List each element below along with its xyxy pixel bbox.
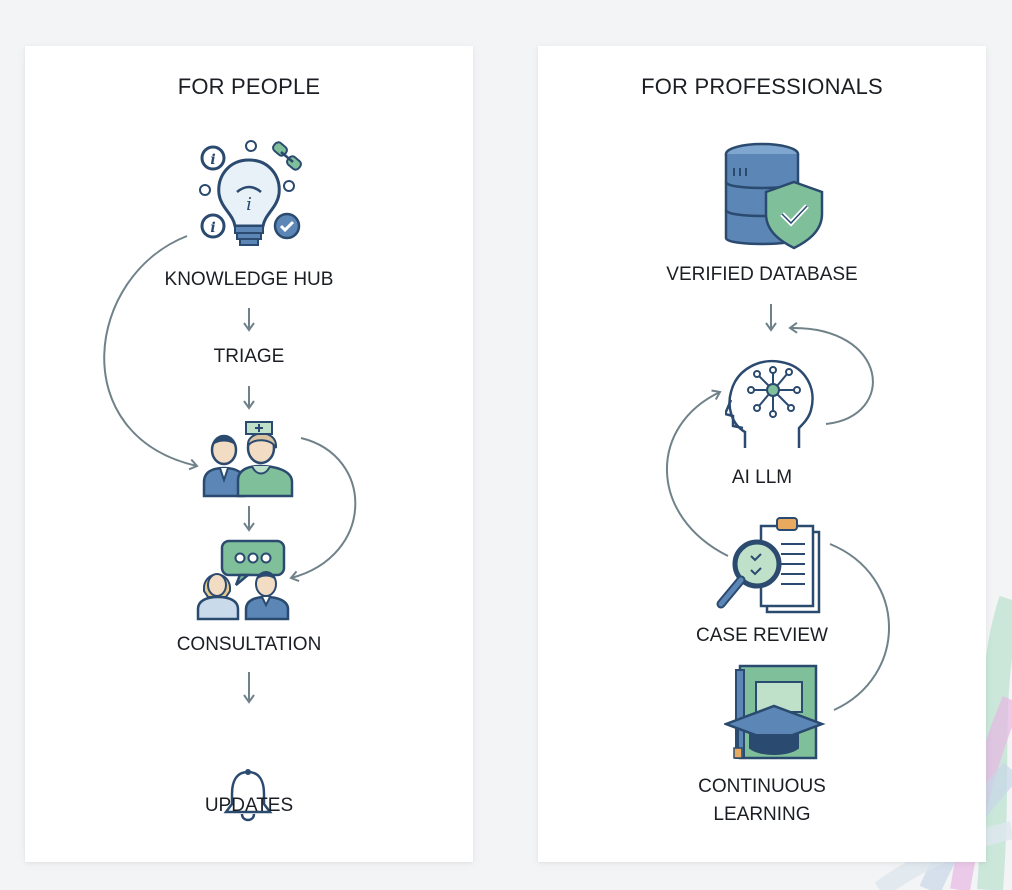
for-people-panel: FOR PEOPLE i i i KNOWLEDGE HUB TRIAGE [25,46,473,862]
for-professionals-panel: FOR PROFESSIONALS VERIFIED DATABASE [538,46,986,862]
svg-text:i: i [246,194,252,215]
doctor-patient-icon [202,421,294,498]
step-label-learning: LEARNING [713,804,811,825]
step-label-triage: TRIAGE [213,346,285,367]
svg-text:i: i [210,152,215,168]
svg-text:i: i [210,220,215,236]
lightbulb-info-icon: i i i [199,140,302,246]
database-shield-icon [724,142,824,250]
clipboard-magnifier-icon [716,517,821,614]
chat-people-icon [196,539,290,621]
book-graduation-cap-icon [724,664,826,760]
step-label-updates: UPDATES [204,795,294,816]
step-label-knowledge-hub: KNOWLEDGE HUB [164,269,334,290]
panel-title: FOR PROFESSIONALS [641,74,883,99]
step-label-consultation: CONSULTATION [176,634,322,655]
bell-icon [223,769,273,822]
panel-title: FOR PEOPLE [177,74,321,99]
step-label-case-review: CASE REVIEW [696,625,828,646]
ai-head-icon [725,359,814,448]
arrow-doctor-to-consultation-curve [289,437,357,582]
step-label-continuous: CONTINUOUS [698,776,826,797]
step-label-verified-database: VERIFIED DATABASE [666,264,858,285]
step-label-ai-llm: AI LLM [731,467,793,488]
